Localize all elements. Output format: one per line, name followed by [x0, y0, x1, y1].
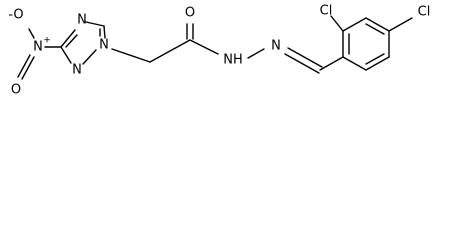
bond-n-o-nitro-b	[21, 56, 35, 80]
bond-benz-6	[342, 56, 367, 71]
molecule-structure: -O N + O N N N O NH N Cl Cl	[8, 4, 430, 98]
bond-benz-2	[342, 17, 367, 32]
atom-o-carbonyl: O	[185, 6, 195, 21]
bond-n-o-nitro-a	[17, 54, 31, 78]
bond-nh-n	[247, 48, 265, 59]
atom-n-ring-2: N	[72, 63, 82, 78]
atom-labels: -O N + O N N N O NH N Cl Cl	[8, 4, 430, 98]
bond-n-ch-a	[287, 47, 323, 68]
bond-benz-3	[365, 17, 390, 32]
atom-o-minus: -O	[8, 8, 23, 23]
atom-nh: NH	[223, 53, 243, 68]
bond-c-nh	[189, 39, 219, 55]
bond-n2-c3	[60, 46, 72, 64]
bond-n4-c5	[85, 21, 105, 27]
bond-c3-n4-inner	[65, 34, 78, 48]
atom-plus-charge: +	[43, 36, 51, 46]
atom-cl-top: Cl	[320, 4, 333, 19]
atom-n-nitro: N	[33, 40, 43, 55]
atom-o-nitro: O	[11, 83, 21, 98]
bond-o-n-nitro	[28, 28, 35, 39]
atom-n-hydrazone: N	[271, 39, 281, 54]
bond-benz-5	[365, 56, 390, 71]
bond-c-cl-right	[388, 17, 413, 32]
bond-c-cl-top	[330, 15, 344, 32]
atom-n-ring-1: N	[99, 38, 109, 53]
atom-cl-right: Cl	[418, 5, 431, 20]
bond-ch-ring	[319, 56, 344, 71]
bond-benz-5-inner	[365, 53, 385, 65]
atom-n-ring-top: N	[77, 13, 87, 28]
bond-c3-n4	[60, 29, 76, 48]
bond-benz-3-inner	[365, 23, 385, 35]
bond-ch2-c-carbonyl	[149, 39, 191, 63]
bond-n1-n2	[82, 49, 97, 65]
bonds	[17, 15, 413, 80]
bond-c5-n1	[103, 25, 106, 39]
bond-n-ch-b	[284, 53, 320, 74]
bond-n1-ch2	[111, 48, 151, 63]
